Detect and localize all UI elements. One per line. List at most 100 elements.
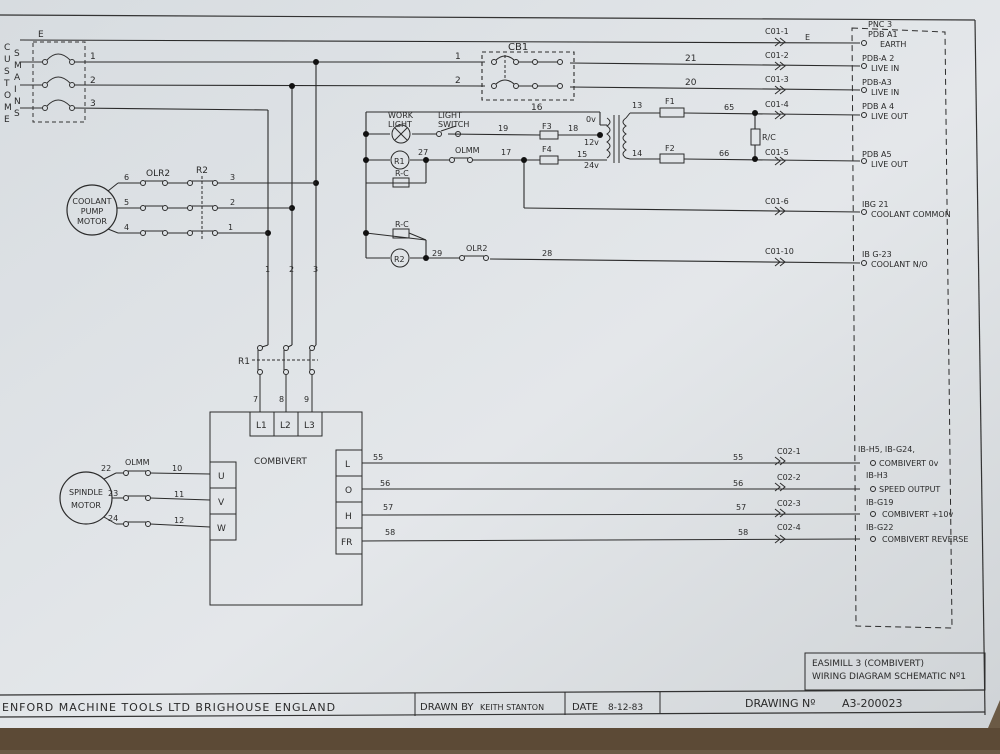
svg-text:U: U <box>4 55 11 65</box>
svg-text:EARTH: EARTH <box>880 40 906 49</box>
svg-text:MOTOR: MOTOR <box>77 217 107 226</box>
breaker-cb1 <box>491 55 563 89</box>
svg-text:N: N <box>14 97 21 107</box>
svg-text:COMBIVERT REVERSE: COMBIVERT REVERSE <box>882 535 968 544</box>
svg-text:C01-1: C01-1 <box>765 27 789 36</box>
svg-text:OLMM: OLMM <box>455 146 480 155</box>
combivert-title: COMBIVERT <box>254 457 307 467</box>
svg-text:LIGHT: LIGHT <box>438 111 462 120</box>
title-block <box>414 652 986 716</box>
svg-text:19: 19 <box>498 124 508 133</box>
svg-text:E: E <box>805 33 810 42</box>
svg-text:COMBIVERT +10v: COMBIVERT +10v <box>882 510 953 519</box>
wire-label: 8 <box>279 395 284 404</box>
earth-label: E <box>38 30 44 40</box>
svg-text:C02-4: C02-4 <box>777 523 801 532</box>
svg-text:OLR2: OLR2 <box>466 244 487 253</box>
svg-text:66: 66 <box>719 149 729 158</box>
svg-text:C: C <box>4 43 10 53</box>
svg-text:C02-3: C02-3 <box>777 499 801 508</box>
svg-text:R-C: R-C <box>395 220 409 229</box>
svg-text:55: 55 <box>373 453 383 462</box>
combivert-line-labels: 55 55 C02-1 IB-H5, IB-G24, COMBIVERT 0v … <box>373 445 968 544</box>
svg-text:I: I <box>14 85 17 95</box>
svg-text:U: U <box>218 472 225 482</box>
wire-label: 1 <box>228 223 233 232</box>
wire-label: 2 <box>230 198 235 207</box>
svg-text:M: M <box>4 103 12 113</box>
company-name: ENFORD MACHINE TOOLS LTD BRIGHOUSE ENGLA… <box>2 701 336 714</box>
wire-label: 4 <box>124 223 129 232</box>
svg-text:27: 27 <box>418 148 428 157</box>
svg-text:18: 18 <box>568 124 578 133</box>
date-value: 8-12-83 <box>608 703 643 713</box>
svg-text:C01-10: C01-10 <box>765 247 794 256</box>
drawn-by-label: DRAWN BY <box>420 702 474 713</box>
svg-text:IB G-23: IB G-23 <box>862 250 892 259</box>
svg-text:R1: R1 <box>394 157 405 166</box>
svg-text:15: 15 <box>577 150 587 159</box>
terminal-labels: C01-1 PNC 3 E PDB A1 EARTH C01-2 PDB-A 2… <box>765 20 951 269</box>
svg-text:LIVE IN: LIVE IN <box>871 64 899 73</box>
svg-text:W: W <box>217 524 226 534</box>
svg-text:C02-2: C02-2 <box>777 473 801 482</box>
svg-text:COMBIVERT 0v: COMBIVERT 0v <box>879 459 939 468</box>
svg-text:28: 28 <box>542 249 552 258</box>
r1-label: R1 <box>238 357 250 367</box>
svg-text:R/C: R/C <box>762 133 776 142</box>
spindle-labels: OLMM 22 23 24 10 11 12 <box>101 458 184 525</box>
svg-text:PUMP: PUMP <box>81 207 104 216</box>
svg-text:F3: F3 <box>542 122 552 131</box>
svg-text:57: 57 <box>383 503 393 512</box>
svg-text:55: 55 <box>733 453 743 462</box>
svg-text:10: 10 <box>172 464 182 473</box>
svg-text:L2: L2 <box>280 421 291 431</box>
wire-label: 21 <box>685 54 696 64</box>
svg-text:12v: 12v <box>584 138 599 147</box>
svg-text:24: 24 <box>108 514 118 523</box>
svg-text:58: 58 <box>385 528 395 537</box>
svg-text:24v: 24v <box>584 161 599 170</box>
svg-text:56: 56 <box>733 479 743 488</box>
wire-label: 5 <box>124 198 129 207</box>
svg-text:C01-6: C01-6 <box>765 197 789 206</box>
svg-text:LIGHT: LIGHT <box>388 120 412 129</box>
svg-text:H: H <box>345 512 352 522</box>
svg-text:PDB A5: PDB A5 <box>862 150 892 159</box>
svg-text:17: 17 <box>501 148 511 157</box>
svg-text:FR: FR <box>341 538 352 548</box>
wire-label: 2 <box>455 76 461 86</box>
svg-text:56: 56 <box>380 479 390 488</box>
svg-text:PDB-A3: PDB-A3 <box>862 78 892 87</box>
wire-label: 2 <box>289 265 294 274</box>
svg-text:S: S <box>14 109 20 119</box>
spindle-wiring <box>103 470 211 528</box>
svg-text:OLMM: OLMM <box>125 458 150 467</box>
svg-text:14: 14 <box>632 149 642 158</box>
combivert-drive <box>209 411 861 606</box>
svg-text:LIVE OUT: LIVE OUT <box>871 160 908 169</box>
svg-text:PDB A1: PDB A1 <box>868 30 898 39</box>
svg-text:C01-5: C01-5 <box>765 148 789 157</box>
svg-text:11: 11 <box>174 490 184 499</box>
svg-text:A: A <box>14 73 21 83</box>
svg-text:IB-H3: IB-H3 <box>866 471 888 480</box>
svg-text:LIVE OUT: LIVE OUT <box>871 112 908 121</box>
relay-r1-contacts <box>252 344 318 412</box>
svg-text:58: 58 <box>738 528 748 537</box>
svg-text:R-C: R-C <box>395 169 409 178</box>
svg-text:SPINDLE: SPINDLE <box>69 488 103 497</box>
border-frame <box>0 14 986 718</box>
svg-text:F1: F1 <box>665 97 675 106</box>
drawing-number-label: DRAWING Nº <box>745 697 815 710</box>
svg-text:S: S <box>4 67 10 77</box>
svg-text:M: M <box>14 61 22 71</box>
svg-text:C01-2: C01-2 <box>765 51 789 60</box>
svg-text:WORK: WORK <box>388 111 414 120</box>
svg-text:IB-G19: IB-G19 <box>866 498 893 507</box>
svg-text:IBG 21: IBG 21 <box>862 200 889 209</box>
svg-text:MOTOR: MOTOR <box>71 501 101 510</box>
